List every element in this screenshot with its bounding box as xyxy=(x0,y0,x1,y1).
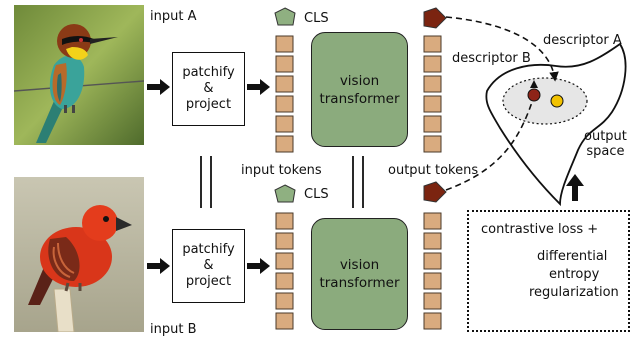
descriptor-region-ellipse xyxy=(502,77,588,125)
output-token-a-5 xyxy=(423,115,442,133)
output-token-b-4 xyxy=(423,272,442,290)
output-token-b-5 xyxy=(423,292,442,310)
output-space-line-2: space xyxy=(586,144,625,159)
input-image-b xyxy=(14,177,144,332)
patchify-line-3: project xyxy=(185,97,232,112)
patchify-line-1: patchify xyxy=(182,65,235,80)
cls-token-a xyxy=(274,7,296,26)
patchify-project-box-b: patchify & project xyxy=(172,229,245,303)
input-image-a xyxy=(14,5,144,145)
cls-label-b: CLS xyxy=(304,187,329,202)
output-tokens-label: output tokens xyxy=(388,163,479,178)
descriptor-b-dot xyxy=(527,88,541,102)
patchify-project-box-a: patchify & project xyxy=(172,52,245,126)
cls-token-b xyxy=(274,184,296,203)
output-space-label: output space xyxy=(584,129,627,159)
red-bishop-bird-image xyxy=(14,177,144,332)
output-token-a-3 xyxy=(423,75,442,93)
input-token-a-1 xyxy=(275,35,294,53)
loss-line-3: entropy xyxy=(549,267,600,282)
input-token-a-2 xyxy=(275,55,294,73)
arrow-patchify-b-to-tokens xyxy=(247,258,270,274)
output-token-b-3 xyxy=(423,252,442,270)
input-token-a-4 xyxy=(275,95,294,113)
dashed-arrow-to-descriptor-a xyxy=(445,16,559,82)
input-b-label: input B xyxy=(150,322,197,337)
output-token-b-2 xyxy=(423,232,442,250)
descriptor-b-arrowhead xyxy=(530,80,538,88)
output-token-a-2 xyxy=(423,55,442,73)
input-token-a-3 xyxy=(275,75,294,93)
descriptor-a-dot xyxy=(550,94,564,108)
loss-line-2: differential xyxy=(537,249,608,264)
arrow-image-b-to-patchify xyxy=(147,258,170,274)
output-cls-a xyxy=(423,7,447,29)
loss-line-1: contrastive loss + xyxy=(481,222,599,237)
patchify-line-1: patchify xyxy=(182,242,235,257)
vit-line-2: transformer xyxy=(319,275,400,291)
output-space-line-1: output xyxy=(584,129,627,144)
vision-transformer-a: vision transformer xyxy=(311,32,408,147)
patchify-line-3: project xyxy=(185,274,232,289)
input-tokens-label: input tokens xyxy=(241,163,322,178)
arrow-loss-to-output-space xyxy=(566,174,584,201)
input-token-b-1 xyxy=(275,212,294,230)
output-token-b-6 xyxy=(423,312,442,330)
descriptor-b-label: descriptor B xyxy=(452,51,531,66)
input-a-label: input A xyxy=(150,9,197,24)
output-token-b-1 xyxy=(423,212,442,230)
output-token-a-1 xyxy=(423,35,442,53)
input-token-a-5 xyxy=(275,115,294,133)
input-token-a-6 xyxy=(275,135,294,153)
patchify-line-2: & xyxy=(203,258,214,273)
bee-eater-bird-image xyxy=(14,5,144,145)
input-token-b-6 xyxy=(275,312,294,330)
arrow-image-a-to-patchify xyxy=(147,79,170,95)
loss-box: contrastive loss + differential entropy … xyxy=(467,210,630,332)
patchify-line-2: & xyxy=(203,81,214,96)
output-token-a-6 xyxy=(423,135,442,153)
loss-line-4: regularization xyxy=(529,285,619,300)
cls-label-a: CLS xyxy=(304,11,329,26)
input-token-b-5 xyxy=(275,292,294,310)
output-space-manifold xyxy=(485,42,627,207)
vision-transformer-b: vision transformer xyxy=(311,218,408,330)
dashed-arrow-to-descriptor-b xyxy=(445,95,535,191)
output-cls-b xyxy=(423,181,447,203)
output-token-a-4 xyxy=(423,95,442,113)
input-token-b-4 xyxy=(275,272,294,290)
vit-line-1: vision xyxy=(339,72,380,89)
vit-line-2: transformer xyxy=(319,90,400,107)
input-token-b-3 xyxy=(275,252,294,270)
input-token-b-2 xyxy=(275,232,294,250)
vit-line-1: vision xyxy=(339,257,380,273)
arrow-patchify-a-to-tokens xyxy=(247,79,270,95)
descriptor-a-label: descriptor A xyxy=(543,33,622,48)
